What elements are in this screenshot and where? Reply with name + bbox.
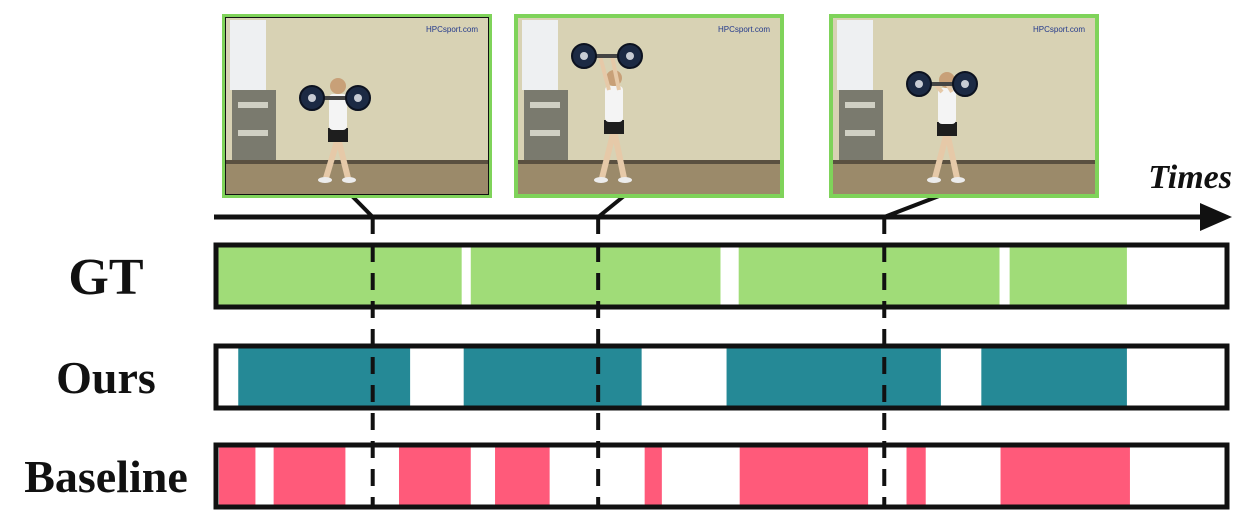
thumbnail-connector: [596, 194, 626, 219]
segment-bar: [1000, 445, 1130, 507]
row-frame: [213, 442, 1230, 510]
segment-bar: [981, 346, 1127, 408]
row-baseline: Baseline: [24, 442, 1230, 510]
athlete-figure: [299, 78, 371, 183]
thumbnail-connector: [883, 194, 940, 219]
segment-bar: [398, 445, 471, 507]
watermark: HPCsport.com: [1033, 25, 1085, 34]
watermark: HPCsport.com: [718, 25, 770, 34]
segment-bar: [219, 445, 256, 507]
row-label: Ours: [56, 352, 156, 403]
segment-bar: [906, 445, 926, 507]
keyframe-markers: [370, 217, 887, 507]
segment-bar: [470, 245, 721, 307]
thumbnail-connector: [350, 194, 375, 219]
segment-bar: [726, 346, 941, 408]
watermark: HPCsport.com: [426, 25, 478, 34]
segment-bar: [1009, 245, 1127, 307]
gym-floor: [226, 160, 488, 194]
keyframe-thumbnails: HPCsport.com HPCsport.com HPCsport.com: [222, 14, 1099, 219]
segment-bar: [238, 346, 411, 408]
row-frame: [213, 242, 1230, 310]
gym-floor: [518, 160, 780, 194]
row-gt: GT: [68, 242, 1230, 310]
segment-bar: [463, 346, 642, 408]
keyframe-thumbnail: HPCsport.com: [222, 14, 492, 219]
row-label: Baseline: [24, 451, 188, 502]
athlete-figure: [571, 43, 643, 183]
time-axis-label: Times: [1148, 159, 1232, 196]
row-ours: Ours: [56, 343, 1230, 411]
segment-bar: [216, 245, 462, 307]
time-axis: Times: [214, 159, 1232, 231]
segment-bar: [495, 445, 550, 507]
keyframe-thumbnail: HPCsport.com: [829, 14, 1099, 219]
athlete-figure: [906, 71, 978, 183]
segment-bar: [739, 445, 869, 507]
keyframe-thumbnail: HPCsport.com: [514, 14, 784, 219]
segment-bar: [644, 445, 662, 507]
gym-floor: [833, 160, 1095, 194]
time-axis-arrowhead: [1200, 203, 1232, 231]
segment-bar: [738, 245, 1000, 307]
segment-bar: [273, 445, 346, 507]
row-frame: [213, 343, 1230, 411]
row-label: GT: [68, 249, 143, 306]
